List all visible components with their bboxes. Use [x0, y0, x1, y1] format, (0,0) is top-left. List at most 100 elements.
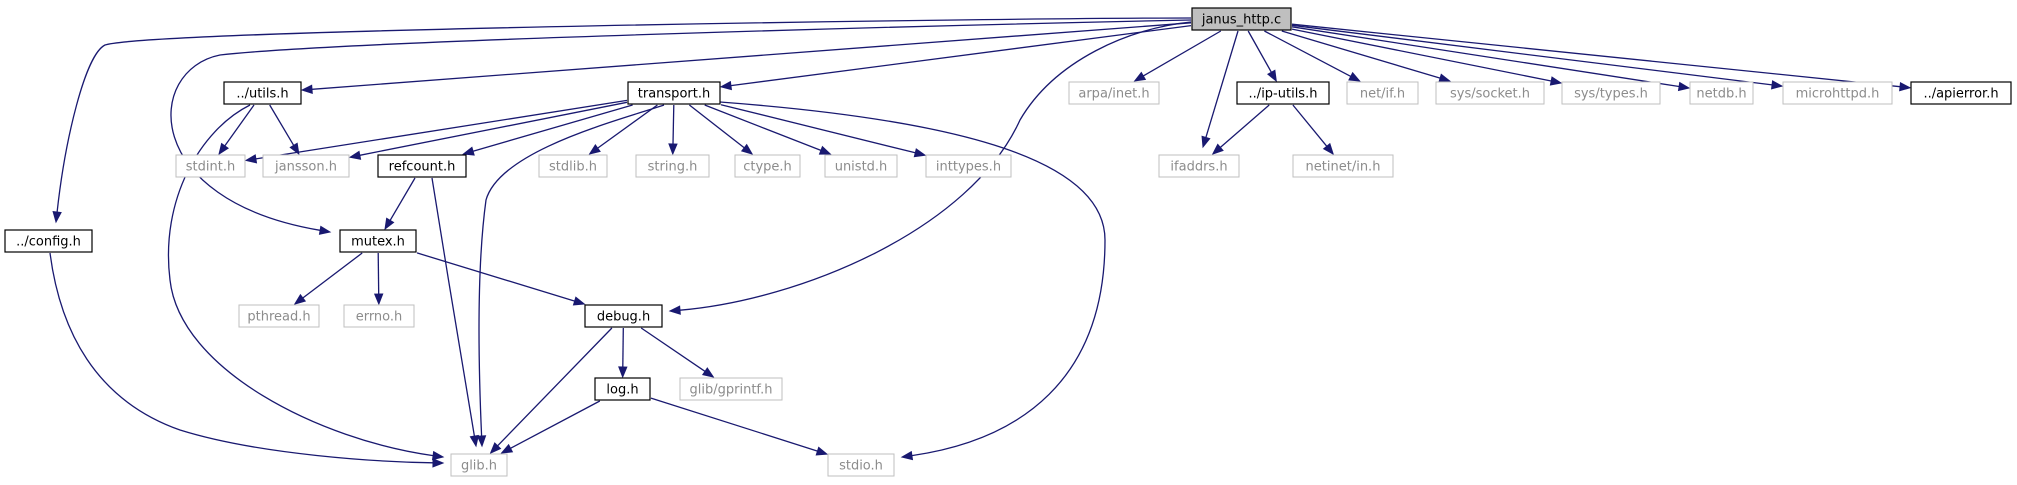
node-box: [343, 304, 415, 328]
edge-line: [1291, 24, 1773, 86]
arrow-head-icon: [1322, 142, 1334, 156]
node-box: [1158, 154, 1240, 178]
node-sys-types: sys/types.h: [1561, 81, 1661, 105]
arrow-head-icon: [719, 80, 733, 91]
node-box: [827, 453, 895, 477]
node-config[interactable]: ../config.h: [4, 229, 93, 253]
node-box: [538, 154, 608, 178]
node-box[interactable]: [4, 229, 93, 253]
node-netdb: netdb.h: [1689, 81, 1754, 105]
edge-line: [1291, 26, 1680, 88]
node-box[interactable]: [584, 304, 663, 328]
edge-transport-to-unistd: [704, 104, 832, 155]
edge-utils-to-stdint: [218, 104, 255, 156]
edge-line: [170, 19, 1192, 231]
node-label: jansson.h: [274, 160, 337, 175]
arrow-head-icon: [815, 446, 829, 456]
node-stdint: stdint.h: [175, 154, 246, 178]
edge-line: [672, 104, 675, 145]
node-box: [925, 154, 1012, 178]
edge-line: [302, 252, 363, 299]
edge-line: [510, 400, 601, 449]
edge-line: [1291, 28, 1552, 82]
edge-transport-to-stdio: [719, 101, 1106, 461]
node-transport[interactable]: transport.h: [627, 81, 721, 105]
arrow-head-icon: [1677, 81, 1691, 92]
node-box[interactable]: [377, 154, 467, 178]
node-label: glib/gprintf.h: [690, 383, 773, 398]
node-box: [1782, 81, 1893, 105]
edge-root-to-ip_utils: [1247, 30, 1277, 83]
edge-line: [1291, 23, 1901, 88]
node-log[interactable]: log.h: [594, 377, 651, 401]
node-box[interactable]: [594, 377, 651, 401]
node-box: [679, 377, 783, 401]
node-apierror[interactable]: ../apierror.h: [1910, 81, 2012, 105]
node-label: stdlib.h: [549, 160, 597, 175]
arrow-head-icon: [476, 435, 487, 448]
node-label: microhttpd.h: [1796, 87, 1880, 102]
node-box[interactable]: [627, 81, 721, 105]
arrow-head-icon: [218, 142, 229, 156]
edge-transport-to-refcount: [462, 104, 633, 156]
edge-line: [1281, 30, 1441, 79]
arrow-head-icon: [1549, 76, 1563, 86]
edge-transport-to-stdlib: [588, 104, 658, 155]
edge-line: [1205, 30, 1239, 138]
node-netinet-in: netinet/in.h: [1292, 154, 1394, 178]
node-errno: errno.h: [343, 304, 415, 328]
edge-config-to-glib: [49, 252, 445, 468]
node-label: sys/types.h: [1574, 87, 1648, 102]
node-box: [734, 154, 801, 178]
node-box[interactable]: [339, 229, 417, 253]
node-label: ../apierror.h: [1923, 87, 1998, 102]
node-box[interactable]: [1191, 7, 1292, 31]
node-box[interactable]: [1236, 81, 1330, 105]
node-refcount[interactable]: refcount.h: [377, 154, 467, 178]
edge-line: [167, 104, 434, 457]
node-sys-socket: sys/socket.h: [1435, 81, 1545, 105]
node-box[interactable]: [223, 81, 302, 105]
node-label: net/if.h: [1360, 87, 1405, 102]
node-unistd: unistd.h: [824, 154, 898, 178]
node-label: janus_http.c: [1201, 13, 1281, 28]
edge-root-to-sys_socket: [1281, 30, 1451, 83]
edge-root-to-transport: [719, 24, 1192, 91]
node-box: [1561, 81, 1661, 105]
node-glib: glib.h: [450, 453, 508, 477]
node-label: ifaddrs.h: [1170, 160, 1227, 175]
edge-utils-to-glib: [167, 104, 445, 461]
node-utils[interactable]: ../utils.h: [223, 81, 302, 105]
node-ip-utils[interactable]: ../ip-utils.h: [1236, 81, 1330, 105]
edge-root-to-config: [52, 17, 1192, 224]
arrow-head-icon: [668, 305, 681, 315]
node-inttypes: inttypes.h: [925, 154, 1012, 178]
edge-line: [597, 104, 658, 149]
edge-line: [497, 327, 613, 447]
edge-root-to-sys_types: [1291, 28, 1563, 86]
node-box[interactable]: [1910, 81, 2012, 105]
arrow-head-icon: [293, 293, 307, 305]
arrow-head-icon: [462, 146, 475, 156]
edge-line: [56, 17, 1192, 213]
node-stdio: stdio.h: [827, 453, 895, 477]
edge-line: [1247, 30, 1272, 73]
arrow-head-icon: [318, 225, 332, 235]
edge-root-to-arpa_inet: [1133, 30, 1222, 82]
node-label: arpa/inet.h: [1078, 87, 1149, 102]
edge-debug-to-glib: [489, 327, 613, 454]
node-mutex[interactable]: mutex.h: [339, 229, 417, 253]
node-root[interactable]: janus_http.c: [1191, 7, 1292, 31]
node-stdlib: stdlib.h: [538, 154, 608, 178]
node-box: [1068, 81, 1160, 105]
node-debug[interactable]: debug.h: [584, 304, 663, 328]
arrow-head-icon: [572, 296, 586, 306]
edge-utils-to-jansson: [269, 104, 300, 156]
node-label: stdint.h: [186, 160, 235, 175]
node-label: log.h: [606, 383, 638, 398]
edge-mutex-to-pthread: [293, 252, 363, 305]
node-label: netdb.h: [1696, 87, 1746, 102]
edge-line: [720, 104, 916, 154]
edge-transport-to-ctype: [688, 104, 754, 155]
